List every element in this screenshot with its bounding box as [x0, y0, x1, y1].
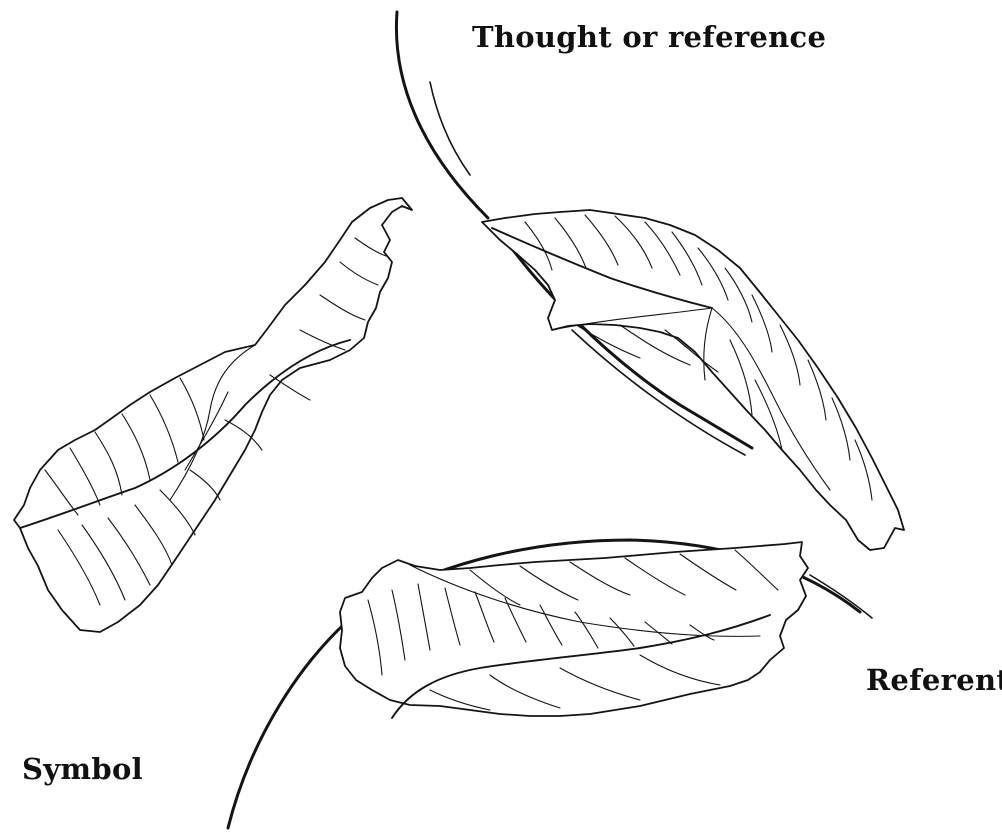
- label-referent: Referent: [866, 663, 1002, 697]
- arc-lower-right-inner: [810, 575, 872, 618]
- label-thought-or-reference: Thought or reference: [472, 20, 826, 54]
- arc-upper-left-inner: [430, 82, 470, 175]
- leaf-symbol-outline: [14, 198, 412, 632]
- leaf-thought-outline: [482, 210, 904, 550]
- leaf-symbol: [14, 198, 412, 632]
- leaf-referent-outline: [340, 542, 808, 716]
- leaf-referent: [340, 542, 808, 718]
- leaf-thought: [482, 210, 904, 550]
- label-symbol: Symbol: [22, 752, 143, 786]
